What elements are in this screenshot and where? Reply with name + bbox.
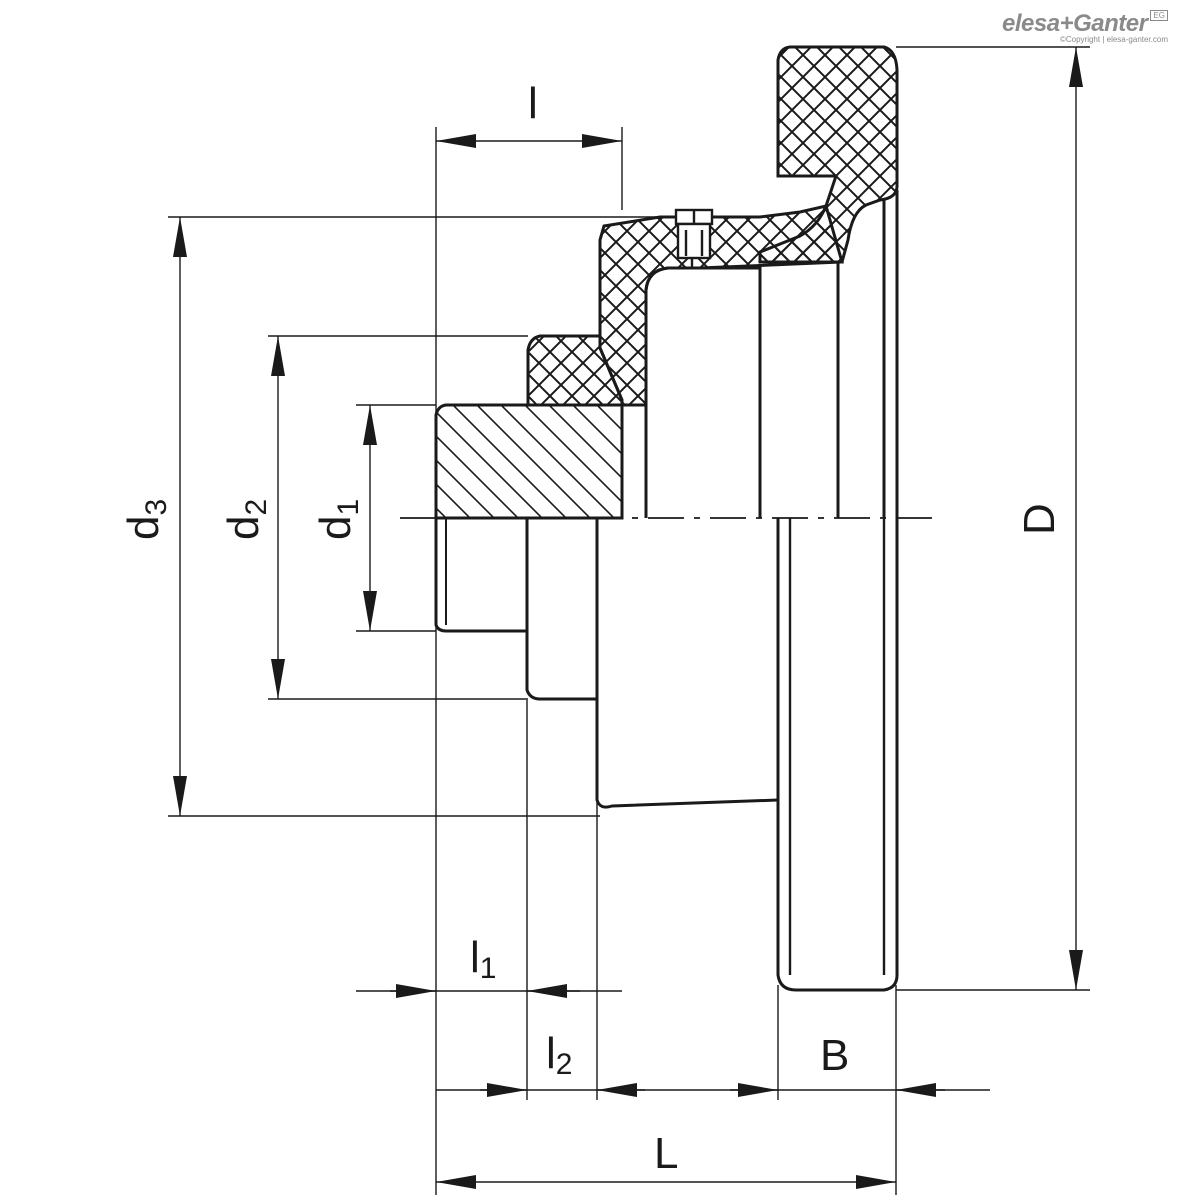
dimension-labels: l d3 d2 d1 D l1 l2 B L <box>119 79 1064 1178</box>
bushing-spigot <box>434 518 527 633</box>
handwheel-rim-exterior <box>776 518 899 992</box>
label-l2: l2 <box>546 1029 572 1081</box>
set-screw <box>674 208 714 268</box>
label-d3: d3 <box>119 499 173 540</box>
steel-bushing-section <box>434 403 624 520</box>
hub-shoulder-section <box>526 334 624 407</box>
section-view-upper <box>434 45 899 520</box>
brand-mark: EG <box>1150 10 1168 21</box>
label-L: L <box>654 1129 678 1178</box>
hub-shoulder-exterior <box>525 518 597 701</box>
dimension-lines <box>173 47 1083 1189</box>
hub-body-exterior <box>595 518 779 809</box>
label-l: l <box>528 79 538 128</box>
label-D: D <box>1015 503 1064 535</box>
brand-copyright: ©Copyright | elesa-ganter.com <box>1059 35 1168 44</box>
label-B: B <box>820 1031 849 1080</box>
exterior-view-lower <box>434 518 899 992</box>
extension-lines <box>168 46 1090 1195</box>
label-d2: d2 <box>219 499 273 540</box>
label-l1: l1 <box>470 933 496 985</box>
hub-web-section <box>598 204 844 407</box>
label-d1: d1 <box>311 499 365 540</box>
hub-cavity-outline <box>644 262 840 518</box>
handwheel-rim-section <box>758 45 899 264</box>
brand-name: elesa+Ganter <box>1002 10 1148 37</box>
